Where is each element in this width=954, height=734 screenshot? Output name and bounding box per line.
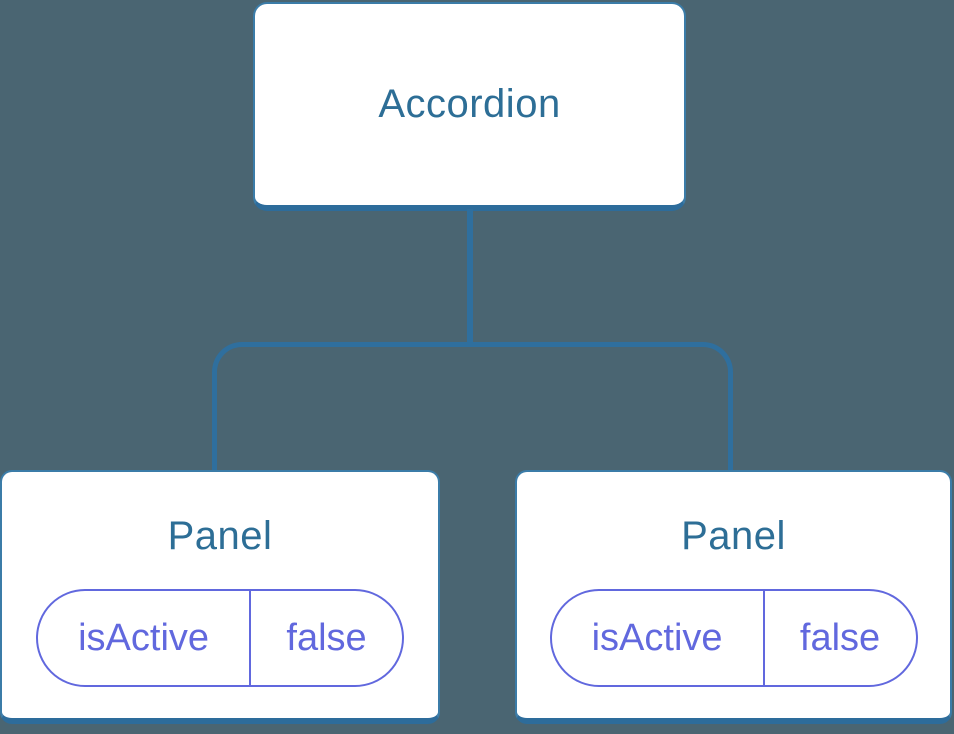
connector-branch-bracket [212,342,733,471]
panel-right-state-value: false [799,616,881,659]
tree-node-panel-left: Panel isActive false [0,470,440,724]
tree-node-accordion: Accordion [253,2,686,211]
panel-left-state-key: isActive [38,591,252,685]
panel-left-label: Panel [167,514,273,558]
panel-left-state-pill: isActive false [36,589,404,687]
panel-right-label: Panel [681,514,786,558]
panel-right-state-pill: isActive false [549,589,918,687]
panel-right-state-key: isActive [552,591,765,685]
tree-node-panel-right: Panel isActive false [515,470,952,724]
connector-stem-line [467,209,473,345]
accordion-node-label: Accordion [378,82,561,126]
panel-left-state-value: false [286,616,367,659]
